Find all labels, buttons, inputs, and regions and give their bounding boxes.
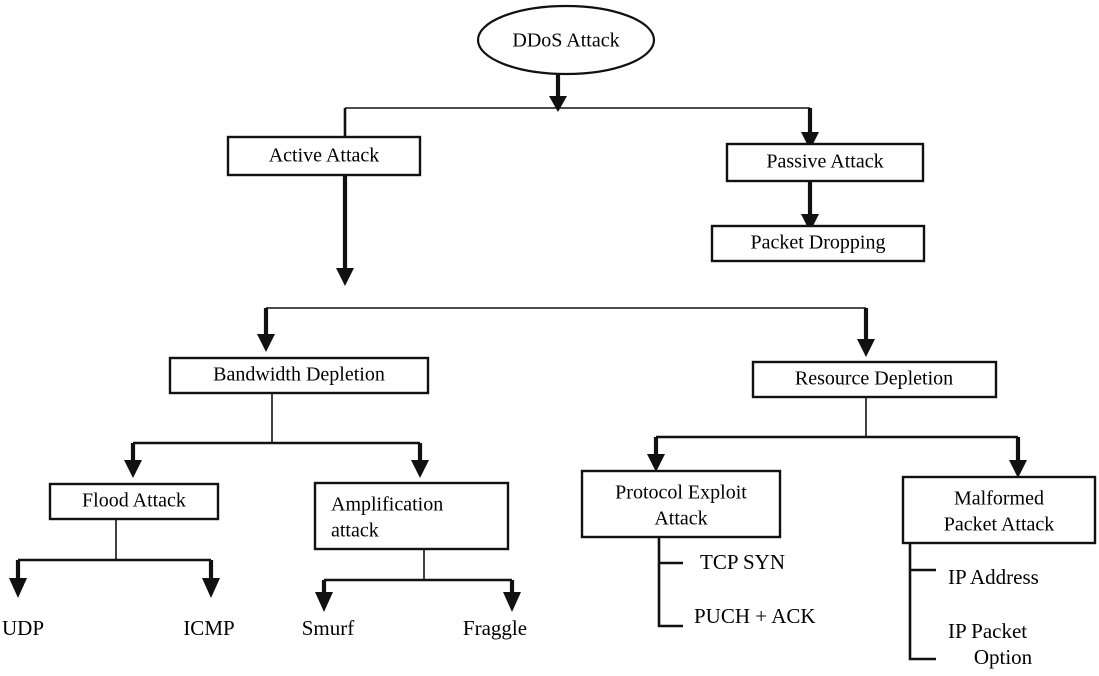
edge-active-to-level3 xyxy=(266,160,866,309)
edge-amplification-to-children xyxy=(315,549,521,612)
node-label-protocol-exploit-attack-line1: Protocol Exploit xyxy=(615,482,747,504)
node-ddos-attack-root[interactable]: DDoS Attack xyxy=(476,4,656,76)
node-passive-attack[interactable]: Passive Attack xyxy=(725,142,925,183)
leaf-label-icmp: ICMP xyxy=(183,616,234,640)
edge-resource-to-children xyxy=(647,396,1027,478)
node-protocol-exploit-attack[interactable]: Protocol Exploit Attack xyxy=(580,469,782,539)
node-label-ddos-attack: DDoS Attack xyxy=(512,30,619,52)
leaf-ip-address[interactable]: IP Address xyxy=(948,565,1039,589)
node-label-malformed-packet-attack-line2: Packet Attack xyxy=(944,514,1055,536)
node-label-active-attack: Active Attack xyxy=(269,145,380,167)
leaf-puch-ack[interactable]: PUCH + ACK xyxy=(694,604,816,628)
leaf-label-puch-ack: PUCH + ACK xyxy=(694,604,816,628)
node-label-protocol-exploit-attack-line2: Attack xyxy=(654,508,707,530)
edge-malformed-bracket xyxy=(908,543,936,661)
leaf-smurf[interactable]: Smurf xyxy=(302,616,355,640)
leaf-icmp[interactable]: ICMP xyxy=(183,616,234,640)
leaf-label-fraggle: Fraggle xyxy=(463,616,527,640)
node-label-amplification-attack-line1: Amplification xyxy=(331,494,443,516)
node-flood-attack[interactable]: Flood Attack xyxy=(48,482,220,521)
node-bandwidth-depletion[interactable]: Bandwidth Depletion xyxy=(168,356,430,395)
edge-bandwidth-to-children xyxy=(124,392,429,478)
leaf-label-ip-packet-option-line1: IP Packet xyxy=(948,619,1027,643)
edge-protocol-bracket xyxy=(657,537,683,628)
node-label-malformed-packet-attack-line1: Malformed xyxy=(954,488,1044,510)
node-label-packet-dropping: Packet Dropping xyxy=(751,232,886,254)
edge-active-to-resource xyxy=(857,308,875,357)
leaf-label-ip-packet-option-line2: Option xyxy=(974,645,1033,669)
edge-root-to-passive xyxy=(801,108,819,150)
leaf-fraggle[interactable]: Fraggle xyxy=(463,616,527,640)
node-active-attack[interactable]: Active Attack xyxy=(226,135,422,177)
edge-flood-to-children xyxy=(9,518,220,598)
leaf-label-tcp-syn: TCP SYN xyxy=(700,550,785,574)
leaf-udp[interactable]: UDP xyxy=(2,616,44,640)
node-resource-depletion[interactable]: Resource Depletion xyxy=(751,360,998,399)
leaf-label-udp: UDP xyxy=(2,616,44,640)
node-amplification-attack[interactable]: Amplification attack xyxy=(313,481,510,551)
node-packet-dropping[interactable]: Packet Dropping xyxy=(710,224,926,263)
leaf-label-ip-address: IP Address xyxy=(948,565,1039,589)
node-label-bandwidth-depletion: Bandwidth Depletion xyxy=(213,364,385,386)
node-label-flood-attack: Flood Attack xyxy=(82,490,186,512)
node-label-amplification-attack-line2: attack xyxy=(331,520,379,542)
edge-root-to-split xyxy=(345,72,810,112)
node-label-resource-depletion: Resource Depletion xyxy=(795,368,953,390)
leaf-ip-packet-option[interactable]: IP Packet Option xyxy=(948,619,1033,669)
node-malformed-packet-attack[interactable]: Malformed Packet Attack xyxy=(901,475,1097,545)
leaf-tcp-syn[interactable]: TCP SYN xyxy=(700,550,785,574)
node-label-passive-attack: Passive Attack xyxy=(766,151,883,173)
leaf-label-smurf: Smurf xyxy=(302,616,355,640)
edge-active-to-bandwidth xyxy=(257,308,275,352)
